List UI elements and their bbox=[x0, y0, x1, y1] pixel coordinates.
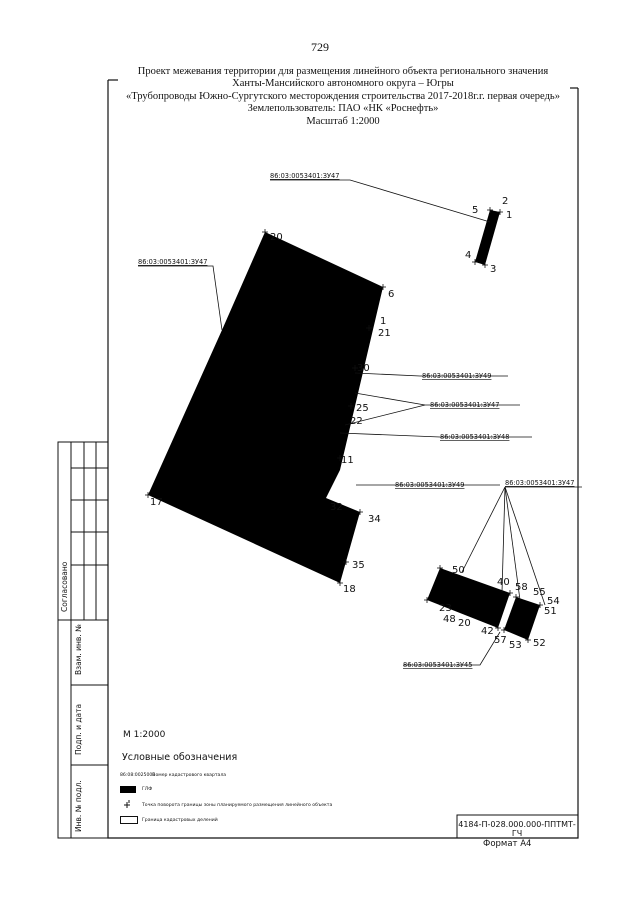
point-label-30: 30 bbox=[357, 363, 370, 374]
point-label-23: 23 bbox=[439, 603, 452, 614]
point-label-53: 53 bbox=[509, 640, 522, 651]
point-label-4: 4 bbox=[465, 250, 471, 261]
point-label-6: 6 bbox=[388, 289, 394, 300]
legend-text-glf: ГЛФ bbox=[142, 786, 153, 792]
leader-zu47-b-1 bbox=[354, 392, 426, 406]
legend-point-icon bbox=[120, 798, 142, 812]
leader-lines bbox=[138, 179, 582, 666]
legend-row-point: Точка поворота границы зоны планируемого… bbox=[120, 798, 332, 812]
legend-text-boundary: Граница кадастровых делений bbox=[142, 817, 218, 823]
vertex-markers bbox=[145, 207, 543, 643]
side-label-soglasovano: Согласовано bbox=[60, 561, 69, 612]
point-label-50: 50 bbox=[452, 565, 465, 576]
point-label-54: 54 bbox=[547, 596, 560, 607]
point-label-18: 18 bbox=[343, 584, 356, 595]
side-label-vzam: Взам. инв. № bbox=[74, 624, 83, 675]
point-label-40: 40 bbox=[497, 577, 510, 588]
point-label-3: 3 bbox=[490, 264, 496, 275]
point-label-51: 51 bbox=[544, 606, 557, 617]
side-label-podp: Подп. и дата bbox=[74, 703, 83, 755]
small-plot-top-right bbox=[475, 210, 500, 265]
stamp-box bbox=[456, 814, 579, 839]
leader-zu47-c-c bbox=[504, 486, 521, 601]
leader-zu48 bbox=[339, 432, 532, 438]
plot-left-bottom bbox=[427, 568, 510, 628]
page-number: 729 bbox=[311, 40, 329, 54]
leader-zu45 bbox=[403, 631, 501, 666]
callout-zu45: 86:03:0053401:ЗУ45 bbox=[403, 661, 472, 669]
callout-zu49-b: 86:03:0053401:ЗУ49 bbox=[395, 481, 464, 489]
stamp-code: 4184-П-028.000.000-ППТМТ-ГЧ bbox=[458, 820, 576, 838]
point-label-55: 55 bbox=[533, 587, 546, 598]
point-label-58: 58 bbox=[515, 582, 528, 593]
side-stamp-outer bbox=[57, 441, 109, 839]
callout-zu47-b: 86:03:0053401:ЗУ47 bbox=[430, 401, 499, 409]
header-line-3: «Трубопроводы Южно-Сургутского месторожд… bbox=[126, 90, 560, 102]
callout-zu47-c: 86:03:0053401:ЗУ47 bbox=[505, 479, 574, 487]
legend-row-boundary: Граница кадастровых делений bbox=[120, 813, 218, 827]
point-label-17: 17 bbox=[150, 497, 163, 508]
drawing-header: Проект межевания территории для размещен… bbox=[108, 66, 578, 128]
point-label-20: 20 bbox=[270, 232, 283, 243]
point-label-35: 35 bbox=[352, 560, 365, 571]
legend-text-kadastr: Номер кадастрового квартала bbox=[152, 772, 227, 778]
leader-top bbox=[270, 179, 491, 223]
point-label-52: 52 bbox=[533, 638, 546, 649]
point-label-25: 25 bbox=[356, 403, 369, 414]
header-line-2: Ханты-Мансийского автономного округа – Ю… bbox=[232, 78, 454, 90]
callout-top: 86:03:0053401:ЗУ47 bbox=[270, 172, 339, 180]
legend-text-point: Точка поворота границы зоны планируемого… bbox=[142, 802, 333, 808]
leader-left bbox=[138, 265, 223, 331]
point-label-21: 21 bbox=[378, 328, 391, 339]
point-label-48: 48 bbox=[443, 614, 456, 625]
legend-fill-swatch bbox=[120, 785, 142, 793]
leader-zu47-c-b bbox=[501, 486, 506, 593]
point-label-1: 1 bbox=[506, 210, 512, 221]
leader-zu47-c-a bbox=[461, 486, 506, 573]
legend-row-kadastr: 86:08:0025001 Номер кадастрового квартал… bbox=[120, 768, 226, 782]
side-label-inv: Инв. № подл. bbox=[74, 780, 83, 832]
scale-note: М 1:2000 bbox=[123, 730, 166, 740]
point-label-42: 42 bbox=[481, 626, 494, 637]
point-label-1b: 1 bbox=[380, 316, 386, 327]
leader-zu47-b-2 bbox=[344, 404, 426, 426]
legend-row-glf: ГЛФ bbox=[120, 782, 152, 796]
leader-zu49-a bbox=[354, 372, 508, 377]
point-label-22: 22 bbox=[350, 416, 363, 427]
point-label-57: 57 bbox=[494, 635, 507, 646]
point-label-34: 34 bbox=[368, 514, 381, 525]
land-plots bbox=[148, 210, 540, 640]
callout-zu49-a: 86:03:0053401:ЗУ49 bbox=[422, 372, 491, 380]
callout-left: 86:03:0053401:ЗУ47 bbox=[138, 258, 207, 266]
leader-zu47-c-d bbox=[504, 486, 546, 606]
format-label: Формат А4 bbox=[483, 839, 532, 849]
header-line-5: Масштаб 1:2000 bbox=[306, 115, 380, 127]
point-label-32: 32 bbox=[330, 502, 343, 513]
point-label-5: 5 bbox=[472, 205, 478, 216]
point-label-20b: 20 bbox=[458, 618, 471, 629]
callout-zu48: 86:03:0053401:ЗУ48 bbox=[440, 433, 509, 441]
header-line-1: Проект межевания территории для размещен… bbox=[137, 66, 549, 77]
point-label-2: 2 bbox=[502, 196, 508, 207]
header-line-4: Землепользователь: ПАО «НК «Роснефть» bbox=[247, 103, 439, 115]
main-plot bbox=[148, 232, 383, 583]
legend-title: Условные обозначения bbox=[122, 752, 238, 763]
point-label-11: 11 bbox=[341, 455, 354, 466]
legend-symbol-code: 86:08:0025001 bbox=[120, 772, 156, 778]
plot-right-bottom bbox=[504, 597, 540, 640]
side-stamp bbox=[57, 441, 109, 839]
legend-boundary-swatch bbox=[120, 816, 142, 824]
